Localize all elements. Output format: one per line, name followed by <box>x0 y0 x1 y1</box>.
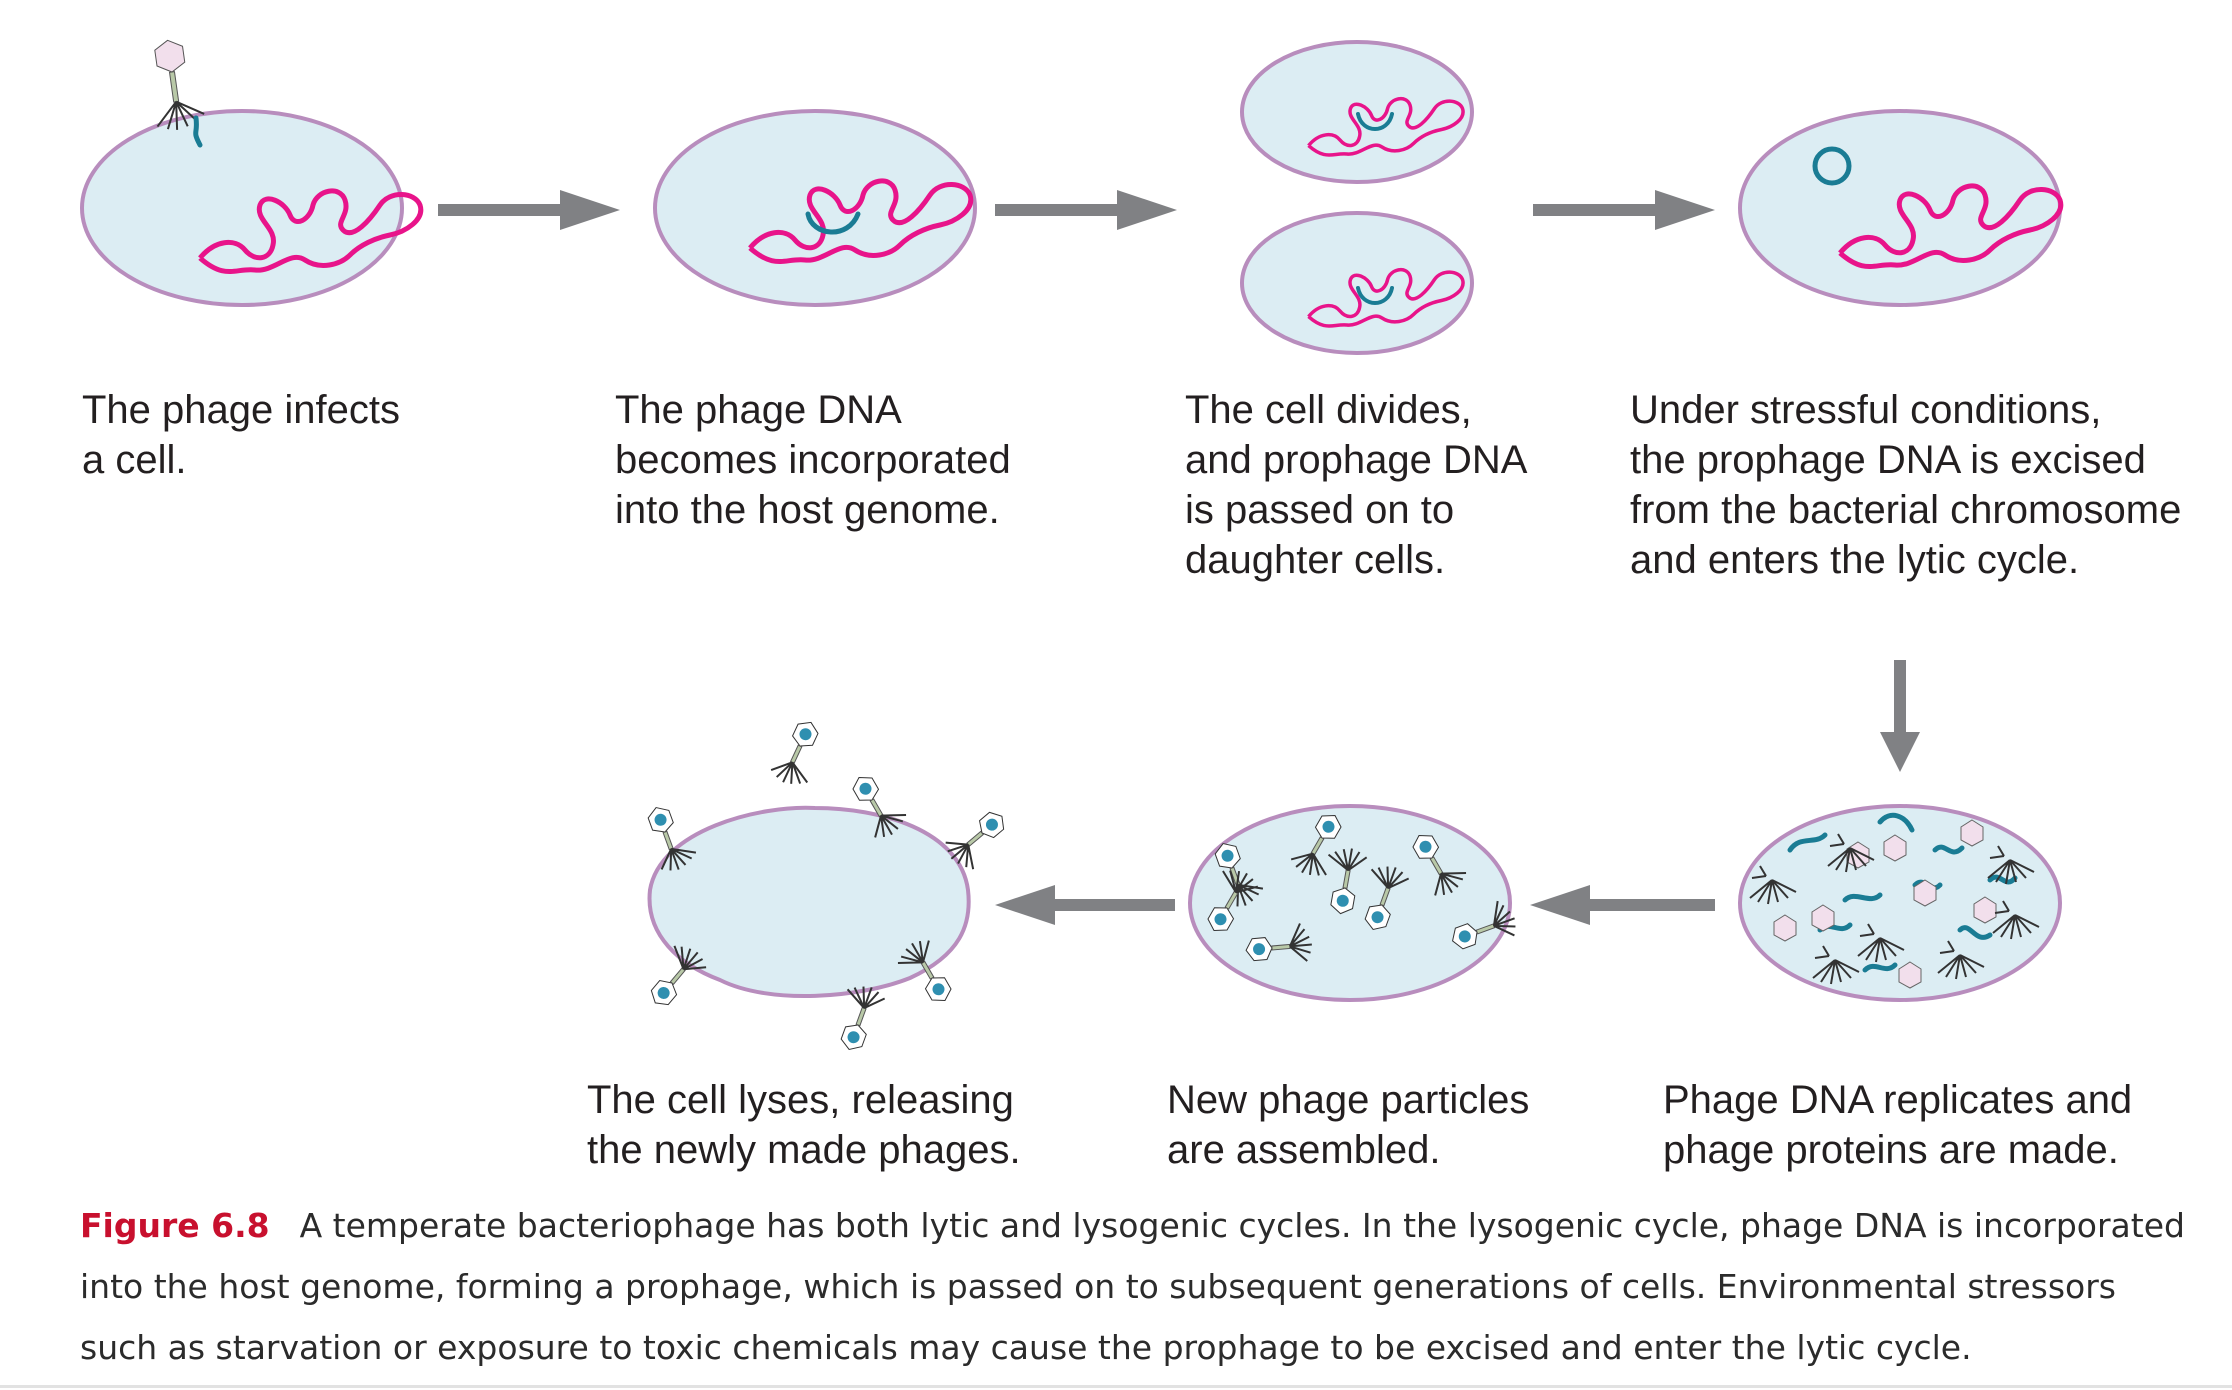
cell-excised <box>1738 109 2061 307</box>
excised-prophage-ring <box>1812 146 1852 186</box>
arrow-right-3 <box>1533 190 1715 230</box>
label-line: The cell divides, <box>1185 388 1472 432</box>
label-infect: The phage infects a cell. <box>82 385 400 485</box>
arrow-down <box>1880 660 1920 772</box>
label-line: Under stressful conditions, <box>1630 388 2102 432</box>
label-line: phage proteins are made. <box>1663 1128 2119 1172</box>
label-line: into the host genome. <box>615 488 1000 532</box>
figure-number: Figure 6.8 <box>80 1206 270 1245</box>
arrow-right-2 <box>995 190 1177 230</box>
arrow-left-2 <box>995 885 1175 925</box>
cell-assembling <box>1188 804 1522 1002</box>
label-line: Phage DNA replicates and <box>1663 1078 2133 1122</box>
label-line: the newly made phages. <box>587 1128 1021 1172</box>
daughter-cell-top <box>1240 40 1474 184</box>
label-line: New phage particles <box>1167 1078 1530 1122</box>
label-line: is passed on to <box>1185 488 1455 532</box>
label-line: The phage DNA <box>615 388 902 432</box>
cell-lysing <box>637 714 1018 1056</box>
label-replicate: Phage DNA replicates and phage proteins … <box>1663 1075 2132 1175</box>
cell-replicating <box>1738 804 2062 1002</box>
cell-infected <box>80 35 421 307</box>
caption-text: A temperate bacteriophage has both lytic… <box>80 1206 2185 1367</box>
arrow-left-1 <box>1530 885 1715 925</box>
label-line: and enters the lytic cycle. <box>1630 538 2080 582</box>
label-line: becomes incorporated <box>615 438 1011 482</box>
cell-incorporated <box>653 109 977 307</box>
label-line: The phage infects <box>82 388 400 432</box>
label-excise: Under stressful conditions, the prophage… <box>1630 385 2181 585</box>
label-line: are assembled. <box>1167 1128 1441 1172</box>
daughter-cell-bottom <box>1240 211 1474 355</box>
label-line: and prophage DNA <box>1185 438 1528 482</box>
label-line: daughter cells. <box>1185 538 1446 582</box>
label-line: the prophage DNA is excised <box>1630 438 2146 482</box>
label-line: a cell. <box>82 438 187 482</box>
label-line: The cell lyses, releasing <box>587 1078 1014 1122</box>
label-assemble: New phage particles are assembled. <box>1167 1075 1529 1175</box>
phage-dna-fragments <box>1787 812 2018 973</box>
bottom-divider <box>0 1385 2232 1388</box>
arrow-right-1 <box>438 190 620 230</box>
label-line: from the bacterial chromosome <box>1630 488 2182 532</box>
label-incorporate: The phage DNA becomes incorporated into … <box>615 385 1011 535</box>
label-lyse: The cell lyses, releasing the newly made… <box>587 1075 1021 1175</box>
label-divide: The cell divides, and prophage DNA is pa… <box>1185 385 1527 585</box>
